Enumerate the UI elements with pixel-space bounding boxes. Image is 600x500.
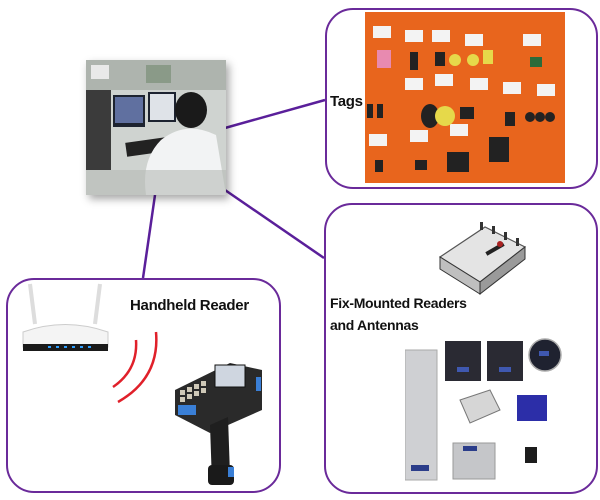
fixed-reader-device-image	[438, 222, 527, 296]
tags-label: Tags	[330, 93, 363, 110]
wireless-router-image	[22, 283, 109, 351]
radio-wave-icon	[112, 331, 158, 404]
connector-to-tags	[224, 98, 326, 130]
connector-to-fix-mounted	[224, 188, 325, 260]
connector-to-handheld	[141, 194, 157, 279]
rfid-tags-display-image	[365, 12, 565, 183]
antennas-image	[405, 338, 562, 481]
fix-mounted-label-line2: and Antennas	[330, 317, 419, 333]
operator-workstation-image	[86, 60, 226, 195]
handheld-reader-device-image	[175, 363, 262, 485]
fix-mounted-label-line1: Fix-Mounted Readers	[330, 295, 467, 311]
handheld-reader-label: Handheld Reader	[130, 297, 249, 314]
